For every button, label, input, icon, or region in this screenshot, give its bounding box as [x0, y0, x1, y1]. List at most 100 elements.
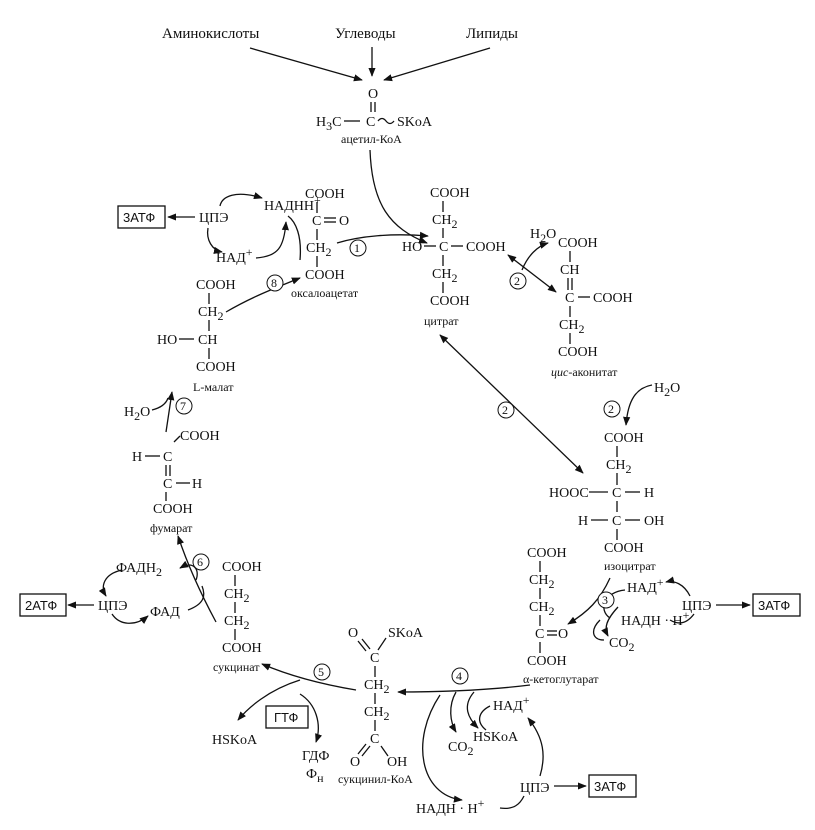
svg-text:COOH: COOH — [305, 187, 345, 202]
nad-step4: НАД+ — [493, 693, 530, 714]
svg-text:CH2: CH2 — [364, 705, 389, 723]
acetyl-carbonyl-c: C — [366, 115, 375, 130]
svg-text:CH2: CH2 — [529, 600, 554, 618]
arrow-step8 — [225, 277, 301, 313]
svg-text:C: C — [535, 627, 544, 642]
svg-text:CH2: CH2 — [606, 458, 631, 476]
hskoa-step5: HSKoA — [212, 733, 258, 748]
svg-text:COOH: COOH — [558, 236, 598, 251]
acetyl-h3c: H3C — [316, 115, 341, 133]
svg-text:H: H — [644, 486, 654, 501]
fad-step6: ФАД — [150, 605, 180, 620]
isocitrate: COOH CH2 HOOC C H H C OH COOH изоцитрат — [549, 431, 664, 573]
arrow-citrate-aconitate — [507, 254, 557, 293]
l-malate-name: L-малат — [193, 380, 234, 394]
oxaloacetate: COOH C O CH2 COOH оксалоацетат — [291, 187, 359, 300]
step-6: 6 — [197, 555, 203, 569]
svg-text:HO: HO — [157, 333, 177, 348]
svg-text:C: C — [565, 291, 574, 306]
nadh-step3: НАДН · Н+ — [621, 608, 690, 629]
svg-text:COOH: COOH — [430, 186, 470, 201]
svg-text:CH2: CH2 — [432, 267, 457, 285]
arrow-step3 — [567, 577, 611, 625]
source-labels: Аминокислоты Углеводы Липиды — [162, 26, 518, 42]
atp3-box-step8 — [117, 205, 166, 229]
label-lipids: Липиды — [466, 26, 518, 42]
svg-text:H: H — [132, 450, 142, 465]
svg-text:C: C — [370, 732, 379, 747]
acetyl-skoa: SKoA — [397, 115, 433, 130]
nad-step3: НАД+ — [627, 575, 664, 596]
h2o-aconitase-out: H2O — [530, 227, 556, 245]
gtp-box — [265, 705, 309, 729]
svg-text:CH2: CH2 — [224, 614, 249, 632]
svg-text:2АТФ: 2АТФ — [25, 598, 57, 613]
arrow-lipids — [383, 47, 491, 82]
atp2-box — [19, 593, 67, 617]
step-2c: 2 — [608, 402, 614, 416]
cis-aconitate-name: цис-аконитат — [551, 365, 618, 379]
arrow-h2o-out — [521, 241, 549, 271]
svg-text:C: C — [163, 450, 172, 465]
svg-text:H: H — [578, 514, 588, 529]
svg-text:CH2: CH2 — [364, 678, 389, 696]
svg-text:CH2: CH2 — [198, 305, 223, 323]
step-3: 3 — [602, 593, 608, 607]
step-5: 5 — [318, 665, 324, 679]
svg-text:COOH: COOH — [153, 502, 193, 517]
step-markers: 1 2 2 2 3 4 5 6 7 8 — [175, 239, 621, 685]
svg-text:CH: CH — [198, 333, 217, 348]
label-carbohydrates: Углеводы — [335, 26, 396, 42]
nadhh-step8: НАДНН+ — [264, 193, 321, 214]
svg-text:CH2: CH2 — [224, 587, 249, 605]
svg-text:COOH: COOH — [558, 345, 598, 360]
svg-text:O: O — [558, 627, 568, 642]
arrow-h2o-in — [623, 384, 653, 426]
co2-step3: CO2 — [609, 636, 634, 654]
svg-text:COOH: COOH — [305, 268, 345, 283]
arrow-step7 — [165, 391, 175, 433]
step-4: 4 — [456, 669, 462, 683]
alpha-ketoglutarate: COOH CH2 CH2 C O COOH α-кетоглутарат — [523, 546, 599, 686]
acetyl-coa: O H3C C SKoA ацетил-КоА — [316, 87, 433, 146]
arrow-step1 — [336, 231, 429, 244]
arrow-step6 — [177, 535, 217, 623]
svg-text:COOH: COOH — [196, 278, 236, 293]
svg-text:COOH: COOH — [593, 291, 633, 306]
succinyl-coa: O SKoA C CH2 CH2 C O OH сукцинил-КоА — [338, 626, 424, 786]
fadh2-step6: ФАДН2 — [116, 561, 162, 579]
oxaloacetate-name: оксалоацетат — [291, 286, 359, 300]
citrate: COOH CH2 HO C COOH CH2 COOH цитрат — [402, 186, 506, 328]
step-2b: 2 — [502, 403, 508, 417]
svg-text:O: O — [348, 626, 358, 641]
co2-step4: CO2 — [448, 740, 473, 758]
svg-text:3АТФ: 3АТФ — [123, 210, 155, 225]
fumarate-name: фумарат — [150, 521, 193, 535]
svg-text:CH2: CH2 — [559, 318, 584, 336]
cpe-step4: ЦПЭ — [520, 781, 549, 796]
phosphate-step5: Фн — [306, 767, 324, 785]
svg-text:COOH: COOH — [196, 360, 236, 375]
nad-step8: НАД+ — [216, 245, 253, 266]
svg-text:C: C — [370, 651, 379, 666]
step-1: 1 — [354, 241, 360, 255]
step-7: 7 — [180, 399, 186, 413]
succinyl-coa-name: сукцинил-КоА — [338, 772, 413, 786]
svg-text:O: O — [350, 755, 360, 770]
svg-text:OH: OH — [644, 514, 664, 529]
cpe-step6: ЦПЭ — [98, 599, 127, 614]
svg-text:ГТФ: ГТФ — [274, 710, 299, 725]
svg-text:COOH: COOH — [430, 294, 470, 309]
svg-text:O: O — [339, 214, 349, 229]
fumarate: COOH H C C H COOH фумарат — [132, 429, 220, 535]
h2o-aconitase-in: H2O — [654, 381, 680, 399]
svg-text:HO: HO — [402, 240, 422, 255]
nadh-step4: НАДН · Н+ — [416, 796, 485, 817]
svg-text:COOH: COOH — [527, 654, 567, 669]
svg-text:CH: CH — [560, 263, 579, 278]
isocitrate-name: изоцитрат — [604, 559, 656, 573]
succinate: COOH CH2 CH2 COOH сукцинат — [213, 560, 262, 674]
acetyl-coa-name: ацетил-КоА — [341, 132, 402, 146]
arrow-acetyl-to-citrate — [369, 149, 428, 244]
